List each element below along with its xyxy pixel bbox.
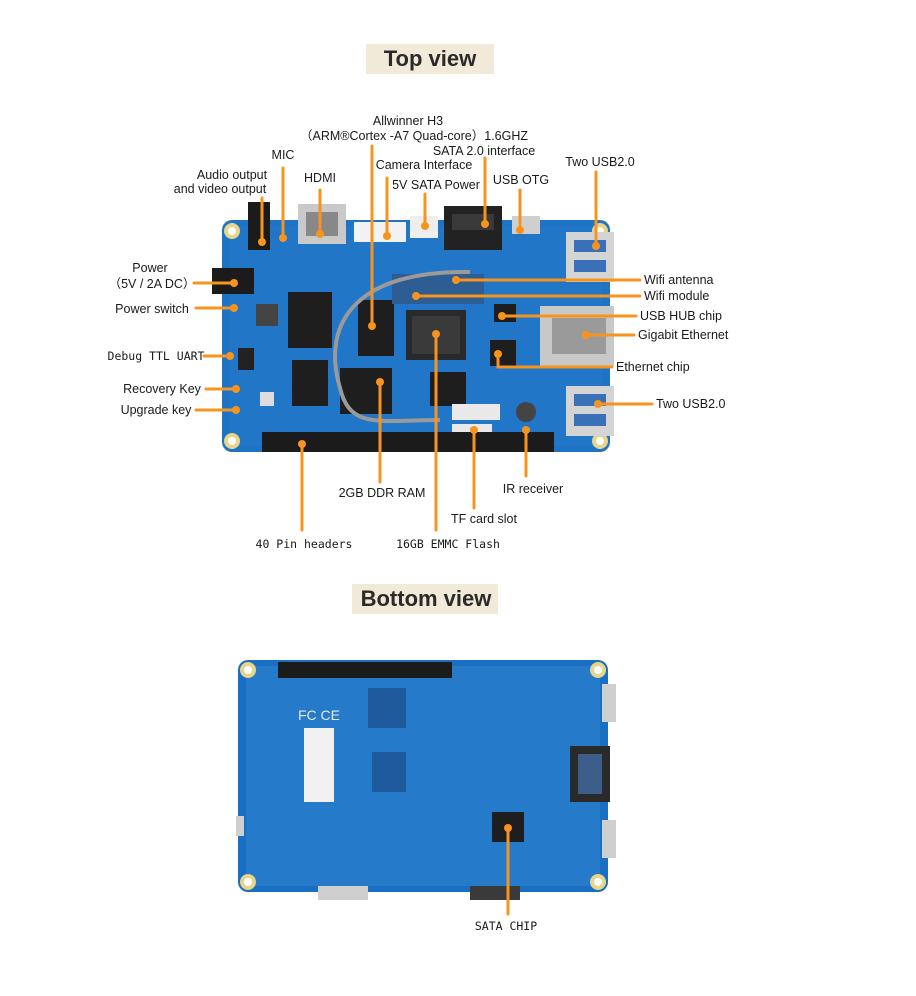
svg-text:Top view: Top view — [384, 46, 477, 71]
label-pin-headers: 40 Pin headers — [256, 537, 353, 551]
label-debug-uart: Debug TTL UART — [108, 349, 205, 363]
top-view-title: Top view — [366, 44, 494, 74]
top-view-leader-lines — [192, 144, 654, 532]
label-usb-hub-chip: USB HUB chip — [640, 309, 722, 323]
label-tf-card: TF card slot — [451, 512, 518, 526]
label-power-line2: （5V / 2A DC） — [109, 277, 196, 291]
label-camera-interface: Camera Interface — [376, 158, 473, 172]
label-mic: MIC — [272, 148, 295, 162]
label-two-usb-right: Two USB2.0 — [656, 397, 726, 411]
label-audio-line2: and video output — [174, 182, 267, 196]
bottom-view-title: Bottom view — [352, 584, 498, 614]
label-emmc-flash: 16GB EMMC Flash — [396, 537, 500, 551]
top-board-image — [212, 202, 614, 452]
label-sata-interface: SATA 2.0 interface — [433, 144, 535, 158]
label-ddr-ram: 2GB DDR RAM — [339, 486, 426, 500]
label-power-switch: Power switch — [115, 302, 189, 316]
bottom-view-labels: SATA CHIP — [475, 919, 537, 933]
label-upgrade-key: Upgrade key — [121, 403, 193, 417]
label-recovery-key: Recovery Key — [123, 382, 202, 396]
top-view-labels: Allwinner H3 （ARM®Cortex -A7 Quad-core）1… — [108, 114, 729, 551]
label-power-line1: Power — [132, 261, 167, 275]
label-audio-line1: Audio output — [197, 168, 268, 182]
label-sata-power: 5V SATA Power — [392, 178, 480, 192]
label-sata-chip: SATA CHIP — [475, 919, 537, 933]
label-allwinner-line1: Allwinner H3 — [373, 114, 443, 128]
label-wifi-antenna: Wifi antenna — [644, 273, 714, 287]
label-allwinner-line2: （ARM®Cortex -A7 Quad-core）1.6GHZ — [300, 129, 528, 143]
label-ir-receiver: IR receiver — [503, 482, 563, 496]
bottom-board-image: FC CE — [236, 660, 616, 900]
label-wifi-module: Wifi module — [644, 289, 709, 303]
label-hdmi: HDMI — [304, 171, 336, 185]
label-usb-otg: USB OTG — [493, 173, 549, 187]
label-two-usb-top: Two USB2.0 — [565, 155, 635, 169]
svg-text:Bottom view: Bottom view — [361, 586, 493, 611]
svg-text:FC CE: FC CE — [298, 707, 340, 723]
label-gigabit-ethernet: Gigabit Ethernet — [638, 328, 729, 342]
label-ethernet-chip: Ethernet chip — [616, 360, 690, 374]
bottom-view-leader-lines — [504, 824, 512, 916]
